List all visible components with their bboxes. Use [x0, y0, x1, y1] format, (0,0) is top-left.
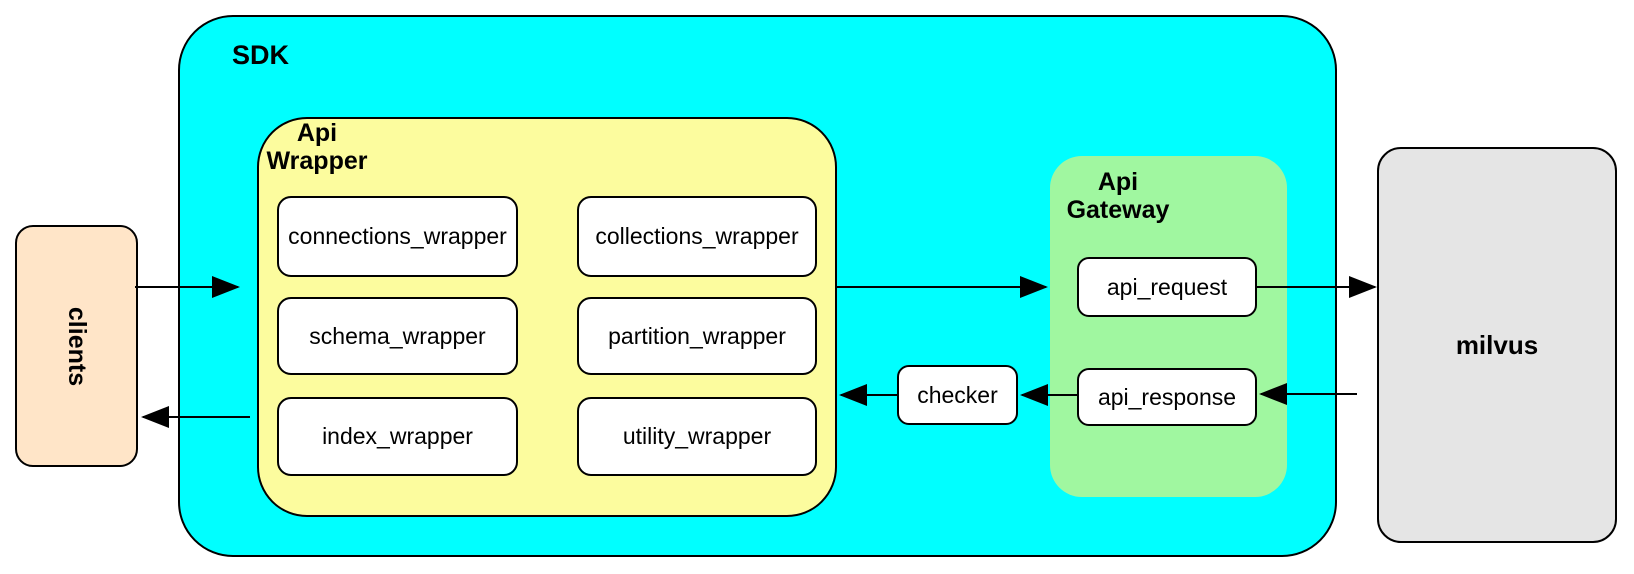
api-response-node: api_response	[1077, 368, 1257, 426]
api-gateway-container	[1050, 156, 1287, 497]
api-request-node: api_request	[1077, 257, 1257, 317]
milvus-label: milvus	[1455, 329, 1539, 360]
utility-wrapper-node: utility_wrapper	[577, 397, 817, 476]
collections-wrapper-node: collections_wrapper	[577, 196, 817, 277]
clients-label: clients	[62, 306, 91, 386]
schema-wrapper-node: schema_wrapper	[277, 297, 518, 375]
milvus-node: milvus	[1377, 147, 1617, 543]
checker-node: checker	[897, 365, 1018, 425]
clients-node: clients	[15, 225, 138, 467]
connections-wrapper-node: connections_wrapper	[277, 196, 518, 277]
partition-wrapper-node: partition_wrapper	[577, 297, 817, 375]
sdk-label: SDK	[232, 40, 290, 70]
api-gateway-label: Api Gateway	[1066, 168, 1170, 224]
api-wrapper-label: Api Wrapper	[266, 119, 368, 175]
index-wrapper-node: index_wrapper	[277, 397, 518, 476]
